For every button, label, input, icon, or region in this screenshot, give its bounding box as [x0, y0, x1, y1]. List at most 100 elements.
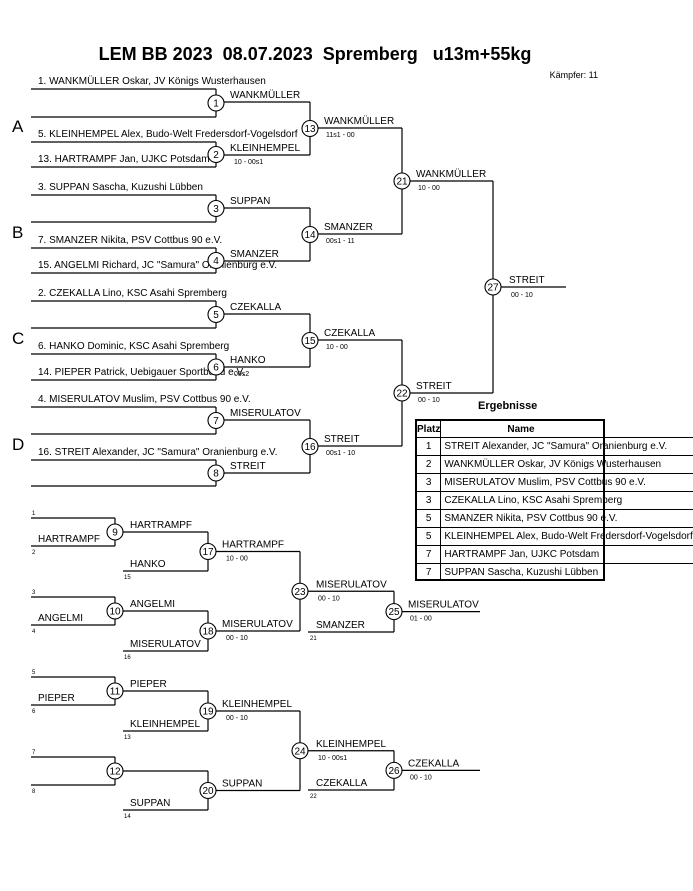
loser-name: SUPPAN: [130, 798, 170, 809]
entry-name: 6. HANKO Dominic, KSC Asahi Spremberg: [38, 341, 229, 352]
match-score: 10 - 00s1: [318, 755, 347, 762]
result-place: 7: [417, 563, 442, 581]
match-winner: PIEPER: [130, 679, 167, 690]
match-number: 3: [213, 204, 219, 215]
match-winner: HANKO: [230, 355, 266, 366]
seed-number: 15: [124, 575, 131, 581]
match-number: 9: [112, 528, 118, 539]
fighters-count: Kämpfer: 11: [549, 70, 598, 80]
results-heading: Ergebnisse: [478, 400, 538, 412]
entry-name: 1. WANKMÜLLER Oskar, JV Königs Wusterhau…: [38, 75, 266, 87]
page-title: LEM BB 2023 08.07.2023 Spremberg u13m+55…: [98, 44, 532, 64]
seed-number: 7: [32, 750, 36, 756]
match-winner: CZEKALLA: [324, 328, 375, 339]
match-number: 17: [202, 547, 214, 558]
match-winner: WANKMÜLLER: [324, 115, 394, 127]
match-winner: MISERULATOV: [316, 579, 387, 590]
match-number: 8: [213, 469, 219, 480]
match-winner: KLEINHEMPEL: [316, 739, 386, 750]
loser-name: MISERULATOV: [130, 639, 201, 650]
pool-label-d: D: [12, 435, 25, 454]
match-winner: SUPPAN: [230, 196, 270, 207]
match-number: 2: [213, 150, 219, 161]
result-place: 5: [417, 509, 442, 528]
match-score: 00s1 - 11: [326, 238, 355, 245]
loser-name: CZEKALLA: [316, 778, 367, 789]
match-number: 10: [109, 607, 121, 618]
match-number: 6: [213, 363, 219, 374]
entry-name: 3. SUPPAN Sascha, Kuzushi Lübben: [38, 182, 203, 193]
match-number: 25: [388, 607, 400, 618]
seed-number: 22: [310, 794, 317, 800]
match-score: 00 - 10: [226, 715, 248, 722]
match-score: 00s2: [234, 371, 249, 378]
entry-name: 15. ANGELMI Richard, JC "Samura" Oranien…: [38, 260, 277, 271]
match-score: 00 - 10: [410, 774, 432, 781]
match-winner: SMANZER: [324, 222, 373, 233]
seed-number: 8: [32, 789, 36, 795]
seed-number: 14: [124, 814, 131, 820]
match-number: 22: [396, 389, 408, 400]
seed-number: 21: [310, 636, 317, 642]
match-number: 4: [213, 256, 219, 267]
match-number: 21: [396, 177, 408, 188]
match-number: 11: [110, 687, 121, 698]
entry-name: 16. STREIT Alexander, JC "Samura" Oranie…: [38, 447, 277, 458]
match-number: 14: [304, 230, 316, 241]
match-winner: CZEKALLA: [230, 302, 281, 313]
tournament-bracket: 1. WANKMÜLLER Oskar, JV Königs Wusterhau…: [31, 75, 566, 820]
match-score: 00 - 10: [226, 635, 248, 642]
entry-name: ANGELMI: [38, 613, 83, 624]
match-winner: SMANZER: [230, 249, 279, 260]
seed-number: 3: [32, 590, 36, 596]
entry-name: 14. PIEPER Patrick, Uebigauer Sportbund …: [38, 367, 245, 378]
match-number: 13: [304, 124, 316, 135]
match-winner: STREIT: [230, 461, 266, 472]
match-score: 10 - 00s1: [234, 159, 263, 166]
entry-name: HARTRAMPF: [38, 534, 100, 545]
loser-name: SMANZER: [316, 620, 365, 631]
match-winner: MISERULATOV: [230, 408, 301, 419]
match-number: 5: [213, 310, 219, 321]
match-winner: WANKMÜLLER: [230, 89, 300, 101]
match-number: 27: [487, 283, 499, 294]
match-number: 12: [109, 767, 121, 778]
seed-number: 16: [124, 655, 131, 661]
match-score: 00 - 10: [318, 595, 340, 602]
seed-number: 5: [32, 670, 36, 676]
loser-name: KLEINHEMPEL: [130, 719, 200, 730]
match-score: 00 - 10: [418, 397, 440, 404]
result-place: 2: [417, 455, 442, 474]
match-winner: HARTRAMPF: [130, 520, 192, 531]
match-score: 00 - 10: [511, 292, 533, 299]
match-number: 26: [388, 766, 400, 777]
bronze-winner: CZEKALLA: [408, 758, 459, 769]
seed-number: 2: [32, 550, 36, 556]
pool-label-c: C: [12, 329, 25, 348]
match-winner: HARTRAMPF: [222, 540, 284, 551]
bronze-winner: MISERULATOV: [408, 600, 479, 611]
entry-name: 13. HARTRAMPF Jan, UJKC Potsdam: [38, 154, 210, 165]
match-winner: STREIT: [416, 381, 452, 392]
match-number: 1: [213, 99, 219, 110]
match-winner: STREIT: [324, 434, 360, 445]
result-name: HARTRAMPF Jan, UJKC Potsdam: [440, 545, 693, 564]
result-place: 1: [417, 437, 442, 456]
match-number: 20: [202, 786, 214, 797]
seed-number: 13: [124, 735, 131, 741]
results-header-row: Platz Name: [417, 421, 693, 438]
match-score: 11s1 - 00: [326, 132, 355, 139]
match-winner: KLEINHEMPEL: [222, 699, 292, 710]
match-score: 00s1 - 10: [326, 450, 355, 457]
match-number: 7: [213, 416, 219, 427]
pool-label-a: A: [12, 117, 24, 136]
result-name: MISERULATOV Muslim, PSV Cottbus 90 e.V.: [440, 473, 693, 492]
loser-name: HANKO: [130, 559, 166, 570]
